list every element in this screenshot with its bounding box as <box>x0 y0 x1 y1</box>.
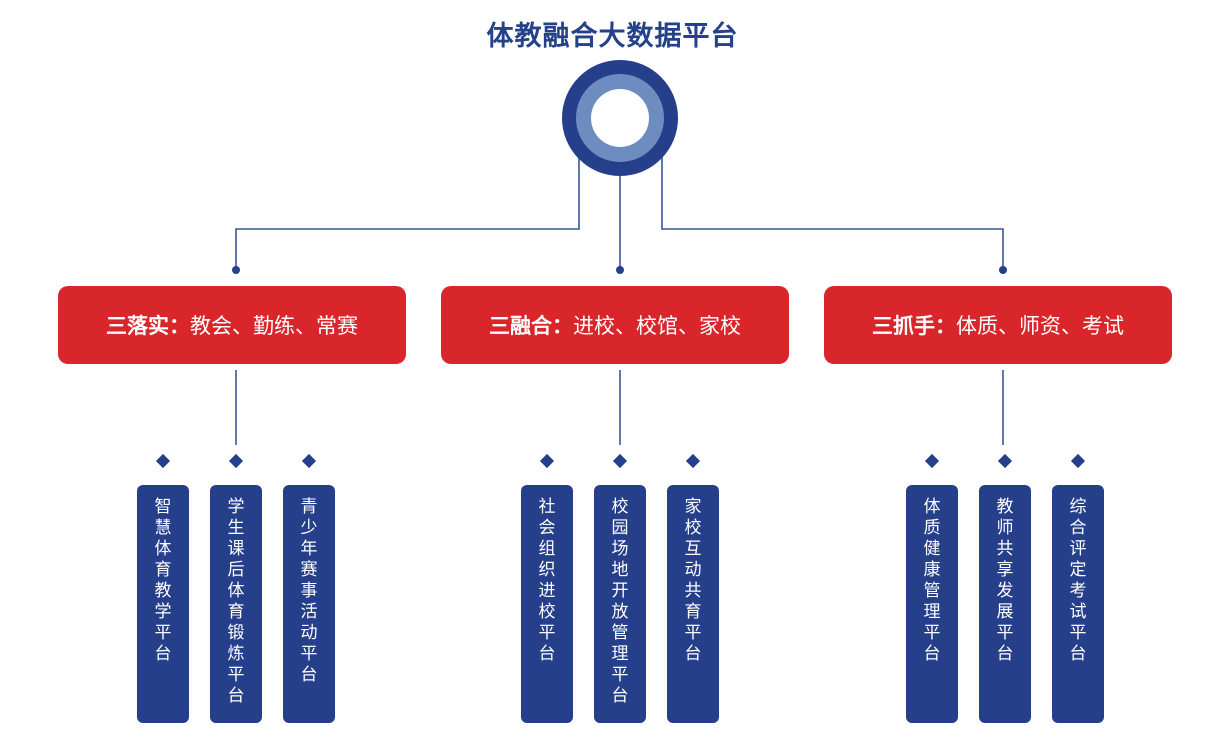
platform-label: 社会组织进校平台 <box>538 497 556 664</box>
hub-ring-core <box>591 89 649 147</box>
junction-dot-right <box>999 266 1007 274</box>
group-box-san-luoshi: 三落实： 教会、勤练、常赛 <box>58 286 406 364</box>
hub-ring-icon <box>562 60 678 176</box>
group-box-heading: 三抓手： <box>872 314 956 338</box>
platform-box: 教师共享发展平台 <box>979 485 1031 723</box>
platform-box: 家校互动共育平台 <box>667 485 719 723</box>
platform-label: 体质健康管理平台 <box>923 497 941 664</box>
platform-label: 智慧体育教学平台 <box>154 497 172 664</box>
connector-right <box>661 150 1004 268</box>
platform-label: 教师共享发展平台 <box>996 497 1014 664</box>
group-box-heading: 三融合： <box>489 314 573 338</box>
platform-label: 青少年赛事活动平台 <box>300 497 318 685</box>
platform-label: 综合评定考试平台 <box>1069 497 1087 664</box>
hub-ring-middle <box>576 74 664 162</box>
group-box-text: 体质、师资、考试 <box>956 314 1124 338</box>
platform-label: 学生课后体育锻炼平台 <box>227 497 245 706</box>
group-box-san-zhuashou: 三抓手： 体质、师资、考试 <box>824 286 1172 364</box>
platform-box: 学生课后体育锻炼平台 <box>210 485 262 723</box>
group-box-text: 进校、校馆、家校 <box>573 314 741 338</box>
platform-label: 家校互动共育平台 <box>684 497 702 664</box>
junction-dot-left <box>232 266 240 274</box>
connector-left <box>235 150 580 268</box>
group-box-text: 教会、勤练、常赛 <box>190 314 358 338</box>
platform-box: 校园场地开放管理平台 <box>594 485 646 723</box>
platform-box: 社会组织进校平台 <box>521 485 573 723</box>
platform-box: 智慧体育教学平台 <box>137 485 189 723</box>
platform-box: 青少年赛事活动平台 <box>283 485 335 723</box>
junction-dot-center <box>616 266 624 274</box>
platform-box: 综合评定考试平台 <box>1052 485 1104 723</box>
group-box-san-ronghe: 三融合： 进校、校馆、家校 <box>441 286 789 364</box>
platform-box: 体质健康管理平台 <box>906 485 958 723</box>
diagram-title: 体教融合大数据平台 <box>486 21 739 52</box>
group-box-heading: 三落实： <box>106 314 190 338</box>
platform-label: 校园场地开放管理平台 <box>611 497 629 706</box>
